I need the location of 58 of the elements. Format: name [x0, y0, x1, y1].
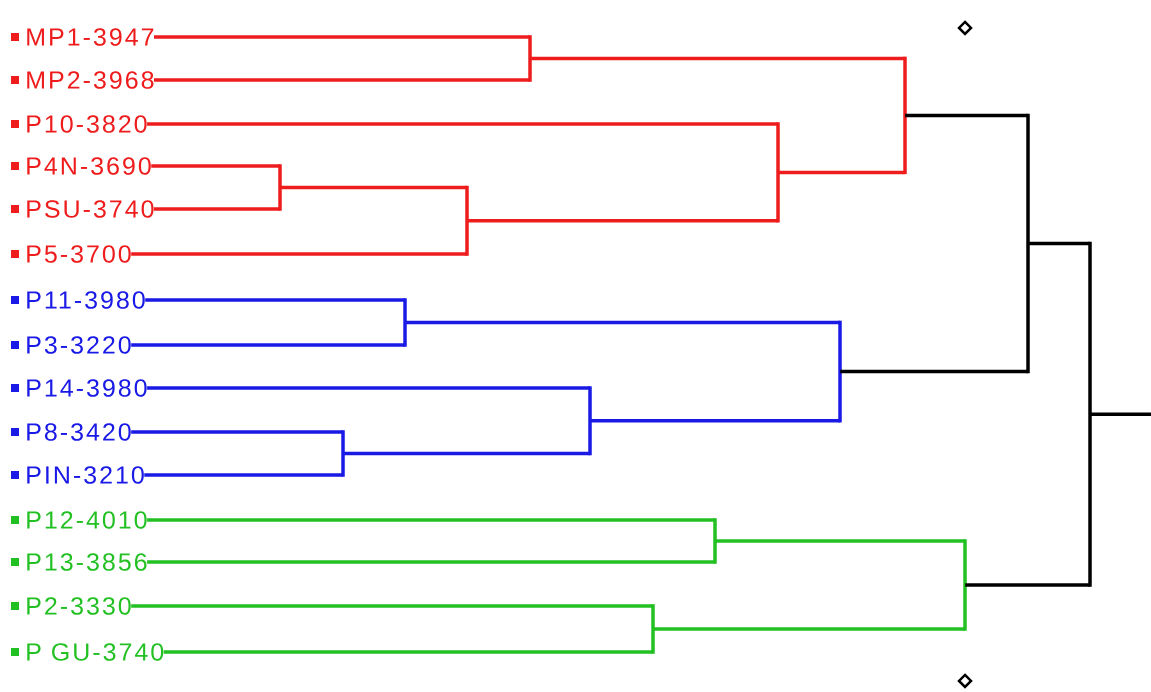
branch-line — [343, 451, 590, 456]
junction-bar — [528, 35, 532, 82]
branch-line — [965, 583, 1090, 587]
junction-bar — [776, 122, 780, 223]
junction-bar — [588, 386, 592, 456]
leaf-label: P13-3856 — [27, 553, 147, 571]
branch-line — [131, 252, 467, 256]
branch-line — [280, 185, 467, 190]
junction-bar — [341, 430, 345, 477]
leaf-label: P10-3820 — [27, 115, 147, 133]
branch-line — [1028, 241, 1090, 246]
leaf-label: P8-3420 — [27, 423, 131, 441]
branch-line — [151, 164, 280, 168]
branch-line — [530, 56, 905, 61]
leaf-label: PIN-3210 — [27, 466, 144, 484]
leaf-label: P4N-3690 — [27, 157, 151, 175]
branch-line — [144, 473, 343, 477]
leaf-label: PSU-3740 — [27, 200, 154, 218]
branch-line — [154, 35, 530, 39]
leaf-label: P3-3220 — [27, 336, 131, 354]
branch-line — [131, 430, 343, 434]
junction-bar — [1026, 113, 1030, 374]
junction-bar — [403, 298, 407, 347]
branch-line — [467, 219, 778, 223]
junction-bar — [963, 539, 967, 631]
junction-bar — [278, 164, 282, 211]
branch-line — [163, 650, 653, 654]
leaf-label: P5-3700 — [27, 245, 131, 263]
branch-line — [154, 207, 280, 211]
branch-line — [147, 122, 778, 126]
branch-line — [154, 78, 530, 82]
branch-line — [778, 170, 905, 175]
branch-line — [590, 419, 840, 423]
branch-line — [147, 386, 590, 390]
leaf-label: P2-3330 — [27, 597, 131, 615]
junction-bar — [838, 320, 842, 423]
junction-bar — [1088, 241, 1092, 587]
branch-line — [405, 320, 840, 325]
branch-line — [147, 560, 715, 564]
branch-line — [840, 369, 1028, 374]
junction-bar — [651, 604, 655, 654]
branch-line — [905, 113, 1028, 118]
junction-bar — [713, 518, 717, 564]
branch-line — [1090, 412, 1151, 417]
branch-line — [131, 343, 405, 347]
branch-line — [145, 298, 405, 302]
branch-line — [715, 539, 965, 543]
leaf-label: P11-3980 — [27, 291, 145, 309]
branch-line — [147, 518, 715, 522]
branch-line — [131, 604, 653, 608]
junction-bar — [465, 185, 469, 256]
leaf-label: P14-3980 — [27, 379, 147, 397]
branch-line — [653, 627, 965, 631]
leaf-label: P GU-3740 — [27, 643, 164, 661]
leaf-label: P12-4010 — [27, 511, 147, 529]
leaf-label: MP1-3947 — [27, 28, 154, 46]
leaf-label: MP2-3968 — [27, 71, 154, 89]
junction-bar — [903, 56, 907, 175]
